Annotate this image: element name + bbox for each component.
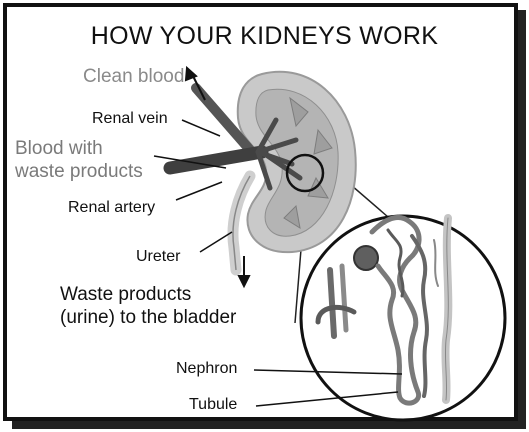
label-renal-vein: Renal vein [92,110,168,128]
label-ureter: Ureter [136,248,180,266]
label-blood-waste-line1: Blood with [15,138,103,160]
label-clean-blood: Clean blood [83,66,184,88]
label-waste-line2: (urine) to the bladder [60,307,236,329]
label-tubule: Tubule [189,396,237,414]
label-waste-line1: Waste products [60,284,191,306]
label-blood-waste-line2: waste products [15,161,143,183]
label-nephron: Nephron [176,360,237,378]
pointer-lines [154,120,232,252]
label-renal-artery: Renal artery [68,199,155,217]
page-title: HOW YOUR KIDNEYS WORK [0,22,529,51]
